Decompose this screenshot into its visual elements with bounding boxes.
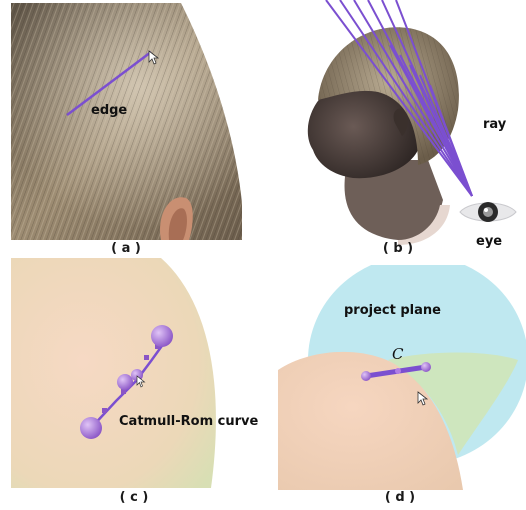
eye-icon: [460, 202, 516, 222]
panel-d: project plane C: [278, 265, 526, 490]
curve-c-label: C: [392, 345, 403, 363]
eye-label: eye: [476, 234, 502, 249]
edge-label: edge: [91, 103, 127, 118]
panel-a: edge: [11, 3, 242, 240]
project-plane-label: project plane: [344, 303, 441, 318]
caption-c: ( c ): [104, 490, 164, 505]
panel-b: ray eye: [278, 0, 526, 258]
caption-b: ( b ): [368, 241, 428, 256]
control-point: [80, 417, 102, 439]
panel-c: Catmull-Rom curve: [11, 258, 267, 488]
control-point: [117, 374, 133, 390]
control-point: [151, 325, 173, 347]
caption-d: ( d ): [370, 490, 430, 505]
curve-label: Catmull-Rom curve: [119, 414, 258, 429]
panel-c-image: [11, 258, 267, 488]
caption-a: ( a ): [96, 241, 156, 256]
ray-label: ray: [483, 117, 506, 132]
panel-a-image: [11, 3, 242, 240]
panel-d-image: [278, 265, 526, 490]
